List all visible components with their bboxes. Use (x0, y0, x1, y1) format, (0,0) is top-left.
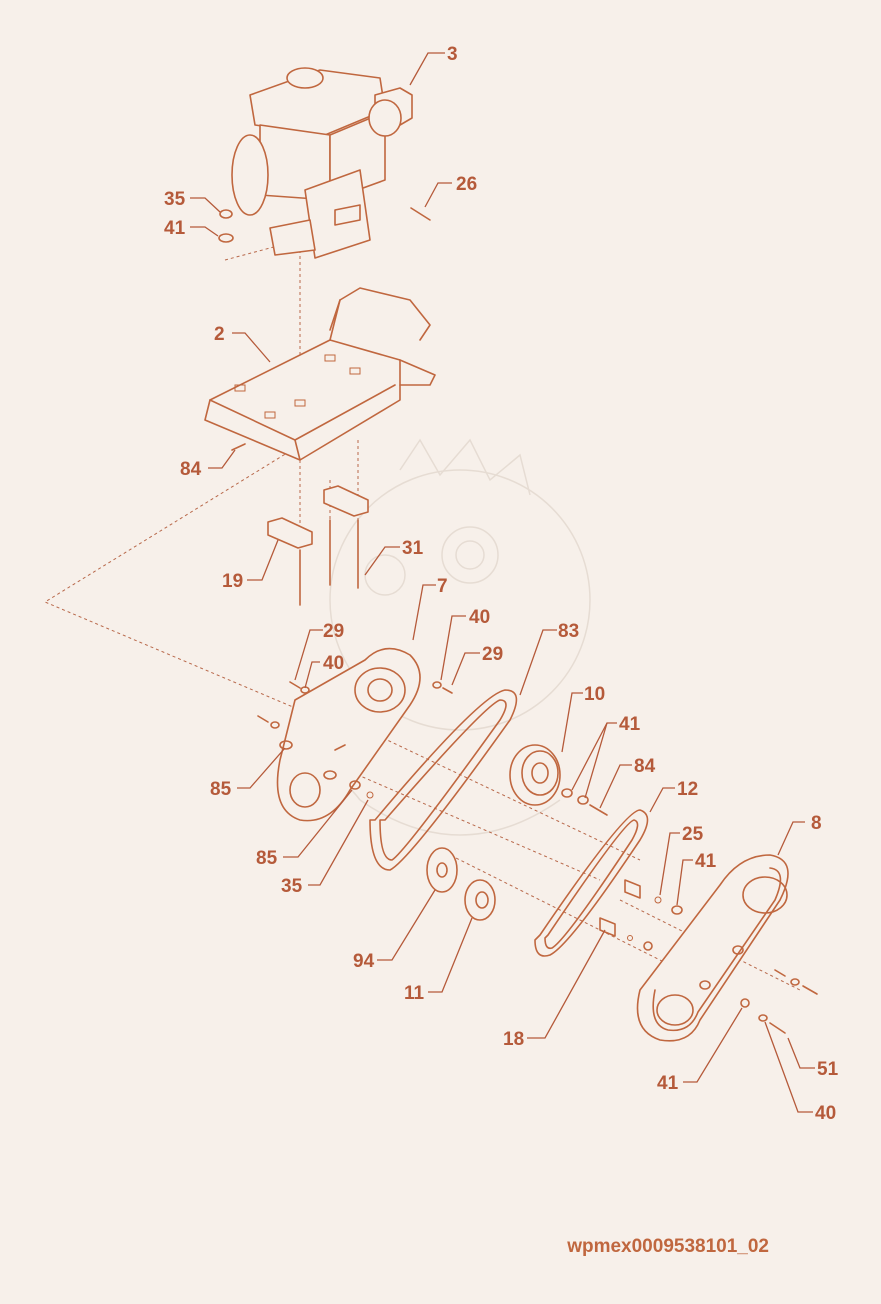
engine (231, 67, 413, 259)
callout-12: 12 (677, 779, 698, 800)
secondary-belt (534, 809, 649, 957)
callout-41: 41 (619, 714, 641, 735)
callout-25: 25 (682, 824, 704, 845)
callout-29: 29 (482, 644, 503, 665)
callout-84: 84 (180, 459, 202, 480)
callout-85: 85 (256, 848, 278, 869)
callout-41: 41 (164, 218, 186, 239)
callout-10: 10 (584, 684, 605, 705)
callout-26: 26 (456, 174, 477, 195)
callout-29: 29 (323, 621, 344, 642)
callout-31: 31 (402, 538, 424, 559)
callout-83: 83 (558, 621, 579, 642)
watermark-mascot (299, 438, 591, 836)
callout-40: 40 (815, 1103, 836, 1124)
callout-41: 41 (695, 851, 717, 872)
callout-3: 3 (447, 44, 458, 65)
callout-35: 35 (281, 876, 303, 897)
main-v-belt (369, 689, 518, 871)
callout-7: 7 (437, 576, 448, 597)
callout-18: 18 (503, 1029, 524, 1050)
outer-belt-cover (636, 854, 789, 1042)
right-side-hardware (257, 681, 818, 1034)
callout-84: 84 (634, 756, 656, 777)
leader-lines (190, 52, 815, 1113)
diagram-reference-code: wpmex0009538101_02 (567, 1236, 769, 1257)
callout-8: 8 (811, 813, 822, 834)
callout-19: 19 (222, 571, 243, 592)
washer-and-small-pulley (426, 847, 496, 921)
spacers-and-bolts (267, 485, 369, 606)
alignment-lines (43, 239, 801, 991)
drive-pulley (509, 744, 561, 806)
callout-11: 11 (404, 983, 425, 1004)
callout-94: 94 (353, 951, 375, 972)
callout-labels: 3 26 35 41 2 84 19 31 7 40 29 29 40 83 1… (164, 44, 839, 1124)
callout-41: 41 (657, 1073, 679, 1094)
small-hardware-top (218, 207, 431, 243)
callout-40: 40 (323, 653, 344, 674)
callout-35: 35 (164, 189, 186, 210)
callout-2: 2 (214, 324, 225, 345)
callout-85: 85 (210, 779, 232, 800)
mounting-bracket (204, 287, 436, 461)
inner-belt-cover (276, 647, 421, 822)
callout-40: 40 (469, 607, 490, 628)
callout-51: 51 (817, 1059, 839, 1080)
